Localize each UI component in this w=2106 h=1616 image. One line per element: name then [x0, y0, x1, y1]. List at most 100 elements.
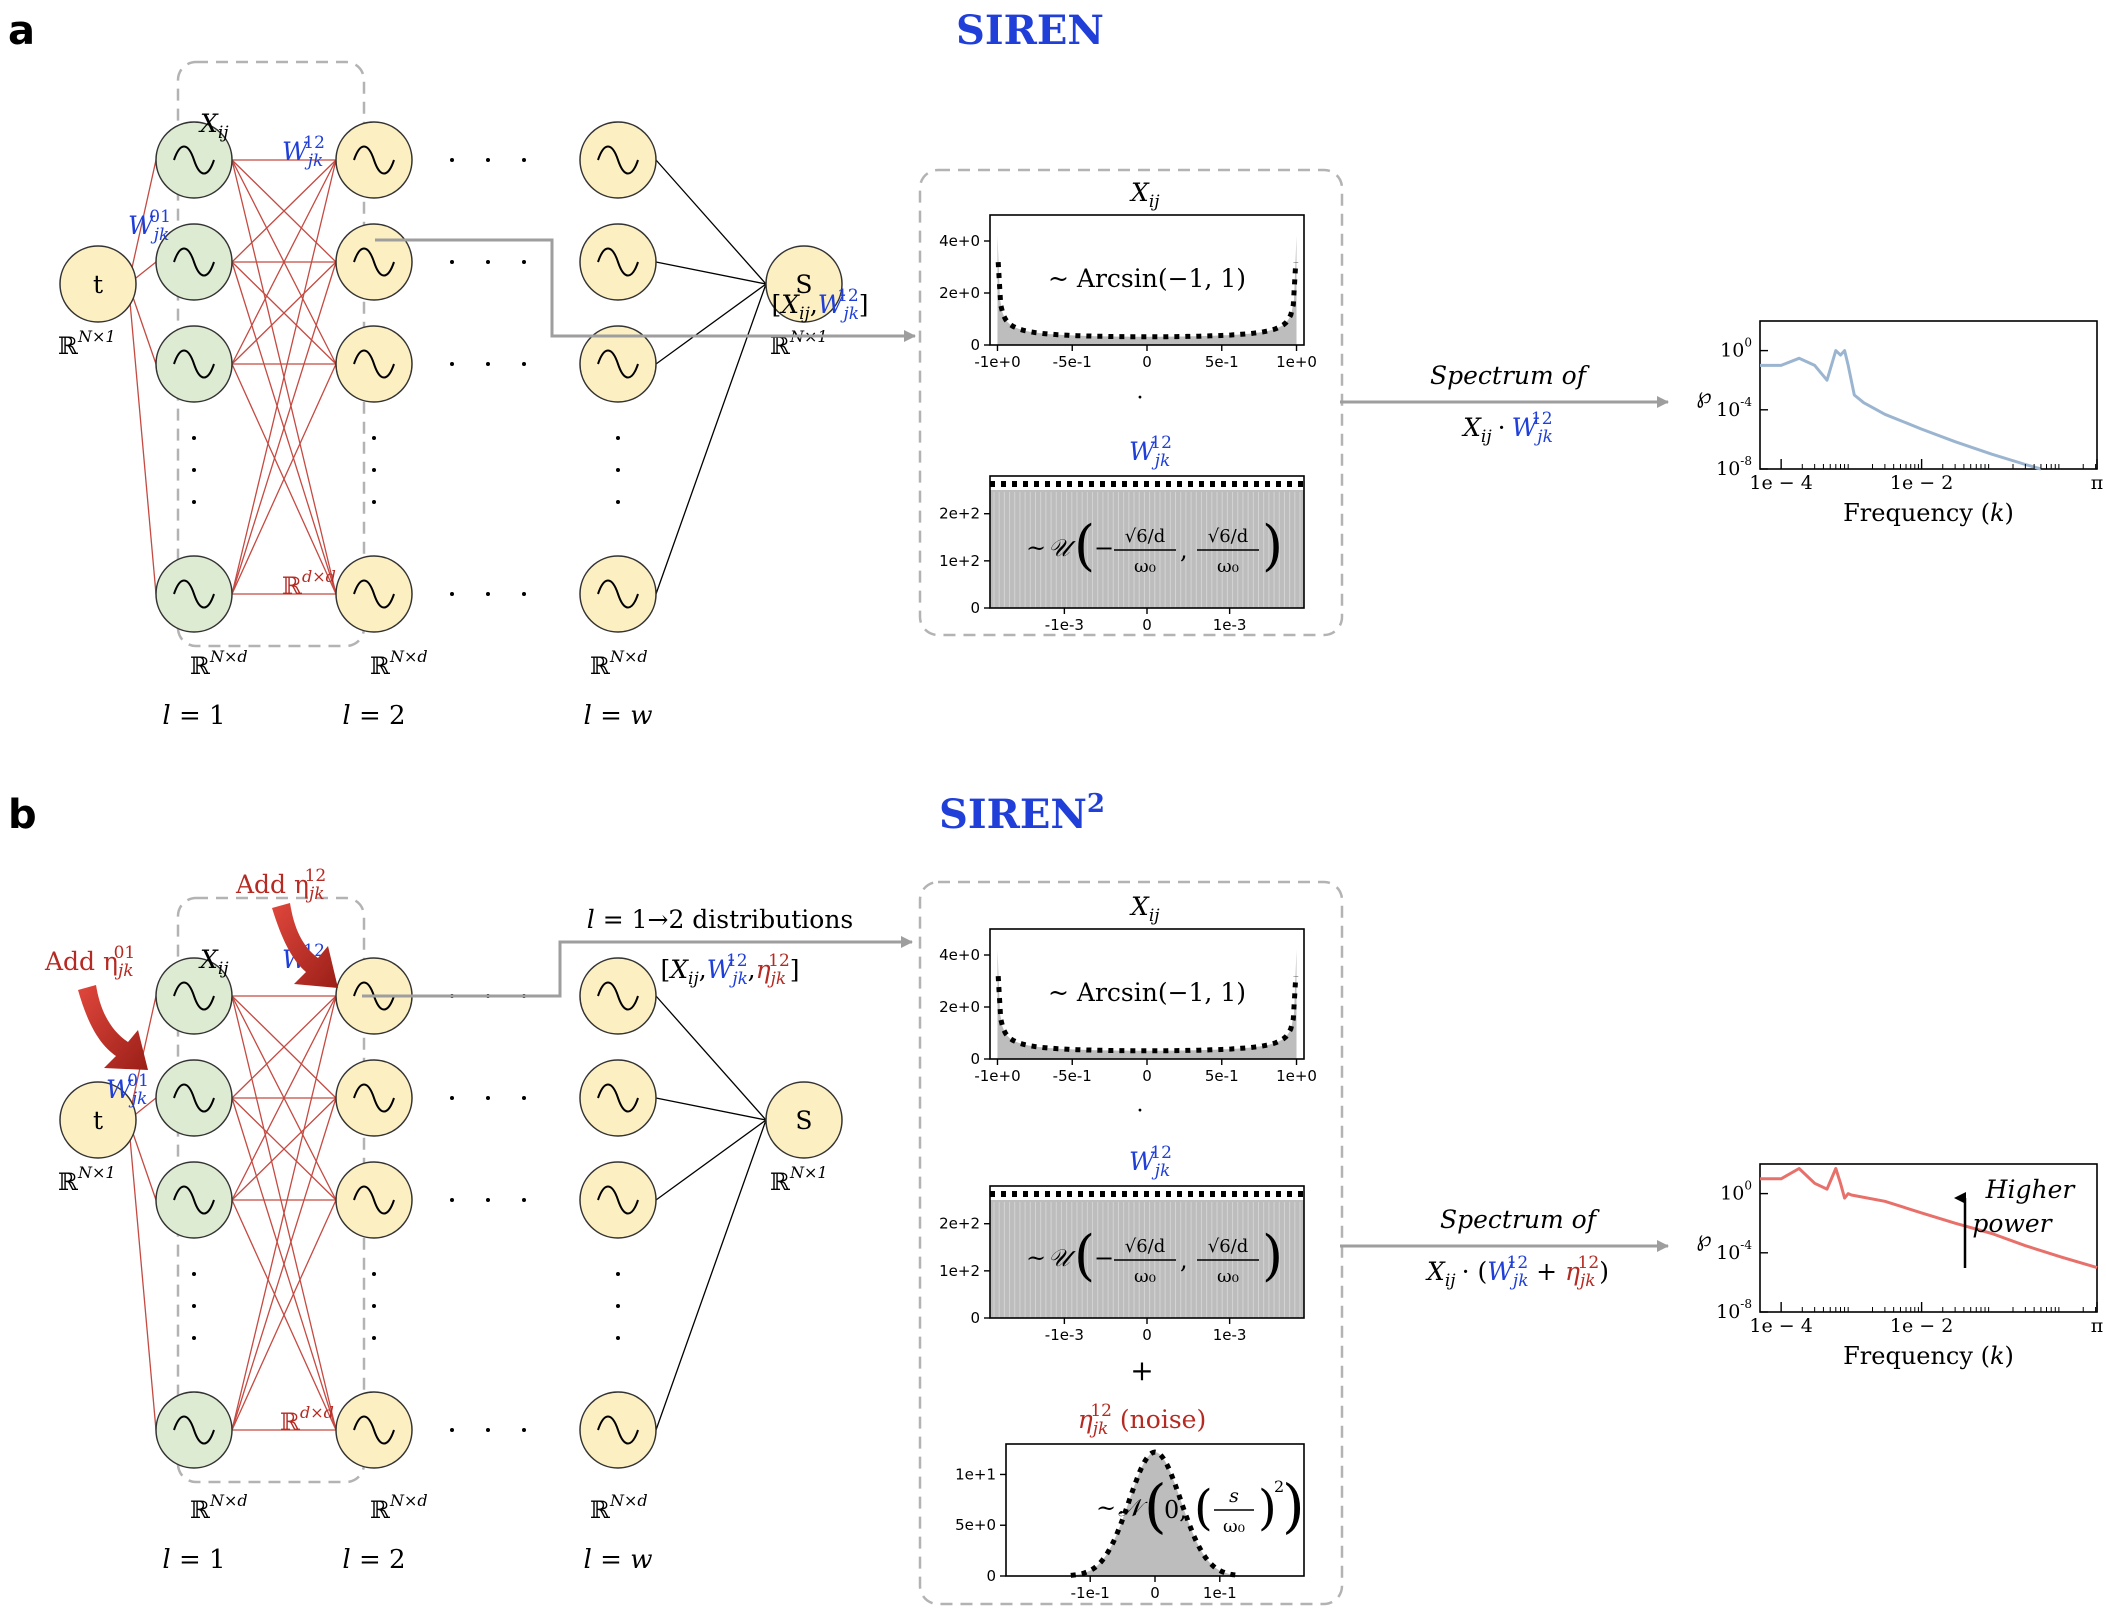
y-tick-label: 10-8 — [1716, 454, 1752, 480]
ellipsis-dot — [522, 1198, 526, 1202]
normal-formula: ~𝒩(0,(sω₀)2) — [1096, 1472, 1305, 1540]
layer-label: l = 2 — [342, 1545, 405, 1575]
formula-paren: ( — [1194, 1480, 1213, 1536]
x-tick-label: -5e-1 — [1053, 353, 1092, 371]
hist-area — [1025, 1452, 1285, 1576]
formula-num: √6/d — [1125, 1236, 1166, 1257]
formula-tilde: ~ — [1026, 1244, 1046, 1272]
edge-l1-l2 — [231, 159, 337, 595]
ellipsis-dot — [192, 1272, 196, 1276]
distributions-label-b: l = 1→2 distributions — [587, 905, 854, 934]
x-tick-label: 1e-3 — [1213, 1326, 1247, 1344]
ellipsis-dot — [372, 500, 376, 504]
spectrum-xlabel: Frequency (k) — [1843, 1342, 2014, 1370]
ellipsis-dot — [522, 592, 526, 596]
ellipsis-dot — [616, 1336, 620, 1340]
arrow-to-distributions-b — [362, 936, 913, 998]
x-tick-label: 1e − 2 — [1890, 1315, 1953, 1337]
add-eta01-label: Add ηjk01 — [44, 943, 135, 981]
x-tick-label: 1e − 4 — [1749, 1315, 1812, 1337]
x-tick-label: 0 — [1142, 616, 1152, 634]
hist-dist-label: ~ Arcsin(−1, 1) — [1048, 978, 1246, 1007]
formula-den: ω₀ — [1223, 1516, 1245, 1537]
formula-minus: − — [1094, 534, 1114, 562]
ellipsis-dot — [486, 260, 490, 264]
hist-area — [990, 490, 1304, 608]
y-tick-label: 1e+2 — [939, 1262, 980, 1280]
layer2-dim-label: ℝN×d — [370, 1491, 428, 1524]
panel-b-title: SIREN2 — [939, 789, 1105, 838]
spectrum-line — [1760, 349, 2042, 471]
distribution-box-b — [918, 880, 1344, 1606]
edge-lw-s — [655, 1119, 767, 1201]
input-dim-label: ℝN×1 — [58, 1163, 116, 1196]
edge-lw-s — [655, 159, 767, 285]
hist-area — [997, 235, 1297, 345]
edge-lw-s — [655, 283, 767, 595]
product-dot-a: · — [1137, 386, 1144, 411]
edge-l1-l2 — [231, 159, 337, 263]
spectrum-line — [1760, 1167, 2098, 1270]
ellipsis-dot — [486, 1428, 490, 1432]
y-tick-label: 10-8 — [1716, 1297, 1752, 1323]
formula-num: √6/d — [1208, 1236, 1249, 1257]
edge-lw-s — [655, 995, 767, 1121]
hist-title: Wjk12 — [1129, 433, 1172, 471]
ellipsis-dot — [372, 1304, 376, 1308]
x-tick-label: π — [2091, 1315, 2104, 1337]
y-tick-label: 0 — [970, 1050, 980, 1068]
add-noise-arrow-01 — [78, 985, 148, 1070]
spectrum-label-a-line2: Xij·Wjk12 — [1461, 409, 1553, 447]
edge-l1-l2 — [231, 1199, 337, 1431]
layerw-dim-label: ℝN×d — [590, 647, 648, 680]
ellipsis-dot — [486, 1198, 490, 1202]
panel-b: b SIREN2 tSXijWjk01Wjk12ℝd×dℝN×1ℝN×1ℝN×d… — [8, 789, 2104, 1606]
edge-lw-s — [655, 1119, 767, 1431]
ellipsis-dot — [450, 260, 454, 264]
y-tick-label: 0 — [970, 1309, 980, 1327]
spectrum-ylabel: ℘ — [1696, 1227, 1711, 1252]
formula-minus: − — [1094, 1244, 1114, 1272]
edge-l1-l2 — [231, 159, 337, 365]
spectrum-ylabel: ℘ — [1696, 384, 1711, 409]
y-tick-label: 2e+0 — [939, 284, 980, 302]
y-tick-label: 10-4 — [1716, 395, 1752, 421]
add-eta12-label: Add ηjk12 — [235, 866, 326, 904]
arrow-label-a: [Xij,Wjk12] — [772, 286, 869, 324]
edge-lw-s — [655, 1097, 767, 1121]
input-node-label: t — [93, 1106, 103, 1135]
edge-lw-s — [655, 283, 767, 365]
layer-label: l = 1 — [162, 701, 225, 731]
y-tick-label: 4e+0 — [939, 946, 980, 964]
formula-sq: 2 — [1274, 1477, 1284, 1496]
formula-comma: , — [1180, 536, 1188, 564]
layer-label: l = w — [584, 1545, 653, 1575]
ellipsis-dot — [450, 1096, 454, 1100]
product-dot-b: · — [1137, 1099, 1144, 1124]
output-node — [765, 245, 843, 323]
edge-lw-s — [655, 261, 767, 285]
spectrum-label-b-line2: Xij· (Wjk12 + ηjk12) — [1425, 1253, 1609, 1291]
ellipsis-dot — [192, 436, 196, 440]
w12-label: Wjk12 — [282, 133, 325, 171]
x-ij-label: Xij — [198, 945, 229, 979]
y-tick-label: 1e+1 — [955, 1465, 996, 1483]
spectrum-frame — [1759, 1163, 2098, 1313]
x-ij-label: Xij — [198, 109, 229, 143]
ellipsis-dot — [522, 260, 526, 264]
noise-title: ηjk12 (noise) — [1078, 1401, 1206, 1439]
x-tick-label: 1e+0 — [1276, 1067, 1317, 1085]
ellipsis-dot — [372, 468, 376, 472]
ellipsis-dot — [372, 1272, 376, 1276]
output-dim-label: ℝN×1 — [770, 1163, 828, 1196]
x-tick-label: π — [2091, 472, 2104, 494]
ellipsis-dot — [616, 1304, 620, 1308]
input-node — [59, 245, 137, 323]
hist-title: Xij — [1129, 892, 1160, 926]
edge-l1-l2 — [231, 363, 337, 595]
ellipsis-dot — [616, 468, 620, 472]
spectrum-label-a-line1: Spectrum of — [1430, 361, 1590, 390]
